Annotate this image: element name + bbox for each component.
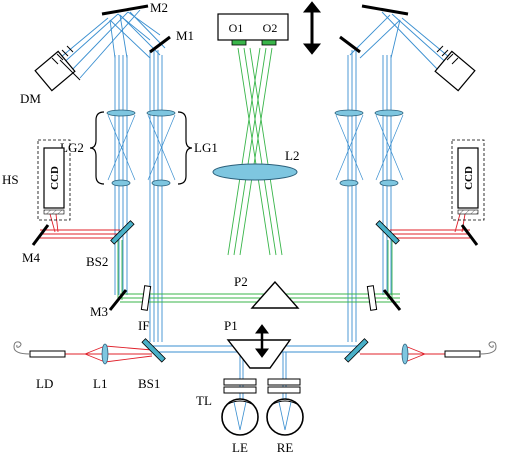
label-O2: O2 <box>263 21 278 35</box>
red-beam-paths <box>40 213 470 363</box>
laser-diode-left <box>13 341 66 358</box>
laser-diode-right <box>444 341 497 358</box>
objectives-box: O1 O2 <box>217 13 289 46</box>
lens-group-rays <box>107 114 404 181</box>
label-L2: L2 <box>285 148 299 163</box>
label-LD: LD <box>36 376 53 391</box>
lens-L1 <box>101 343 409 365</box>
beamsplitter-BS2 <box>110 220 400 245</box>
lens-groups <box>106 109 404 187</box>
prism-P2 <box>250 280 300 309</box>
label-IF: IF <box>138 318 150 333</box>
label-O1: O1 <box>229 21 244 35</box>
right-eye <box>266 398 304 436</box>
double-arrow-icon <box>255 324 269 358</box>
label-P1: P1 <box>224 318 238 333</box>
mirror-M3 <box>108 289 402 311</box>
label-M2: M2 <box>150 0 168 15</box>
mirror-M4 <box>31 224 479 246</box>
label-TL: TL <box>196 393 212 408</box>
lens-L2 <box>212 163 298 181</box>
label-M4: M4 <box>22 250 41 265</box>
label-DM: DM <box>20 91 41 106</box>
label-LG2: LG2 <box>60 140 84 155</box>
hs-sensor-right: CCD <box>451 139 485 221</box>
green-beam-paths <box>117 47 400 303</box>
beamsplitter-BS1 <box>141 338 369 363</box>
deformable-mirror-right <box>434 45 476 92</box>
hs-sensor-left: CCD <box>37 139 71 221</box>
label-CCD-left: CCD <box>49 166 61 190</box>
label-RE: RE <box>277 440 294 455</box>
label-P2: P2 <box>234 274 248 289</box>
label-LG1: LG1 <box>194 140 218 155</box>
label-M1: M1 <box>176 28 194 43</box>
lens-group-braces <box>89 111 193 185</box>
mirror-M2 <box>101 4 409 16</box>
label-CCD-right: CCD <box>463 166 475 190</box>
double-arrow-icon <box>302 1 322 55</box>
label-LE: LE <box>232 440 248 455</box>
label-BS2: BS2 <box>86 254 108 269</box>
left-eye <box>221 398 259 436</box>
deformable-mirror-left <box>34 45 81 92</box>
label-M3: M3 <box>90 304 108 319</box>
label-L1: L1 <box>93 376 107 391</box>
label-HS: HS <box>2 172 19 187</box>
label-BS1: BS1 <box>138 376 160 391</box>
trial-lens-TL <box>223 378 301 394</box>
mirror-M1 <box>149 35 361 54</box>
prism-P1 <box>226 339 292 369</box>
interference-filter <box>140 285 378 311</box>
